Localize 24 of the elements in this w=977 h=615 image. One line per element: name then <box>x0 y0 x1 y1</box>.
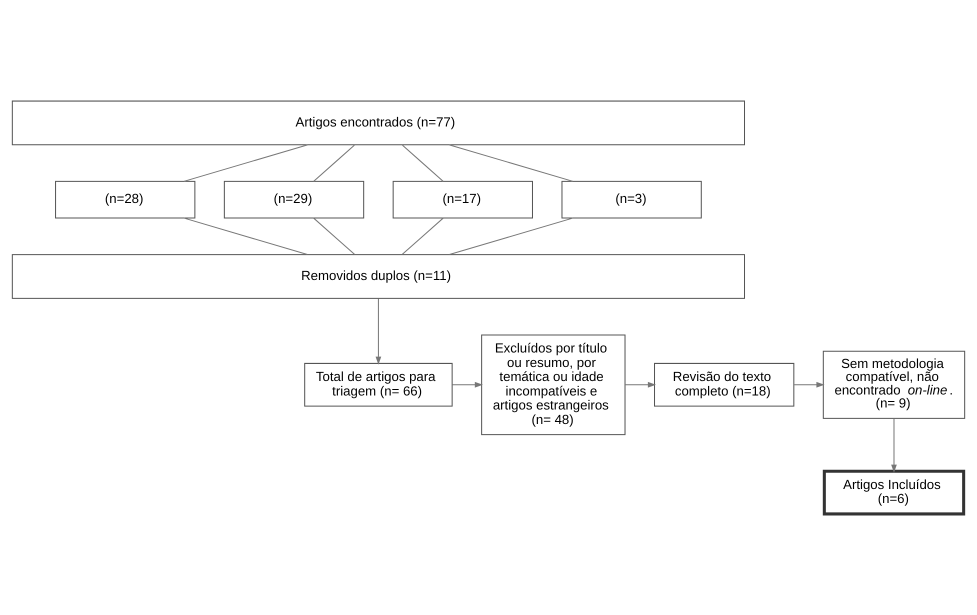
node-box: Removidos duplos (n=11) <box>12 254 746 299</box>
node-box: (n=29) <box>224 180 364 219</box>
connector <box>184 218 308 255</box>
connector <box>402 144 444 182</box>
connector <box>313 144 355 182</box>
connector <box>449 144 573 182</box>
arrow <box>625 382 656 388</box>
node-box: Revisão do texto completo (n=18) <box>654 362 794 407</box>
arrow <box>376 298 382 365</box>
connector <box>184 144 308 182</box>
node-box: (n=17) <box>392 180 533 219</box>
node-box: (n=28) <box>55 180 196 219</box>
arrow <box>452 382 483 388</box>
node-box: Excluídos por título ou resumo, por temática ou idade incompatíveis e artigos estrangeiros (n= 48) <box>481 334 626 436</box>
arrow <box>891 418 897 473</box>
node-box: Total de artigos para triagem (n= 66) <box>304 362 453 407</box>
connector <box>313 218 356 255</box>
arrow <box>794 382 825 388</box>
connector <box>449 218 574 255</box>
node-box: Artigos encontrados (n=77) <box>12 100 746 146</box>
node-box: (n=3) <box>561 180 702 219</box>
node-box: Artigos Incluídos (n=6) <box>822 470 966 516</box>
node-box: Sem metodologia compatível, não encontrado on-line. (n= 9) <box>822 350 966 419</box>
connector <box>402 218 444 255</box>
